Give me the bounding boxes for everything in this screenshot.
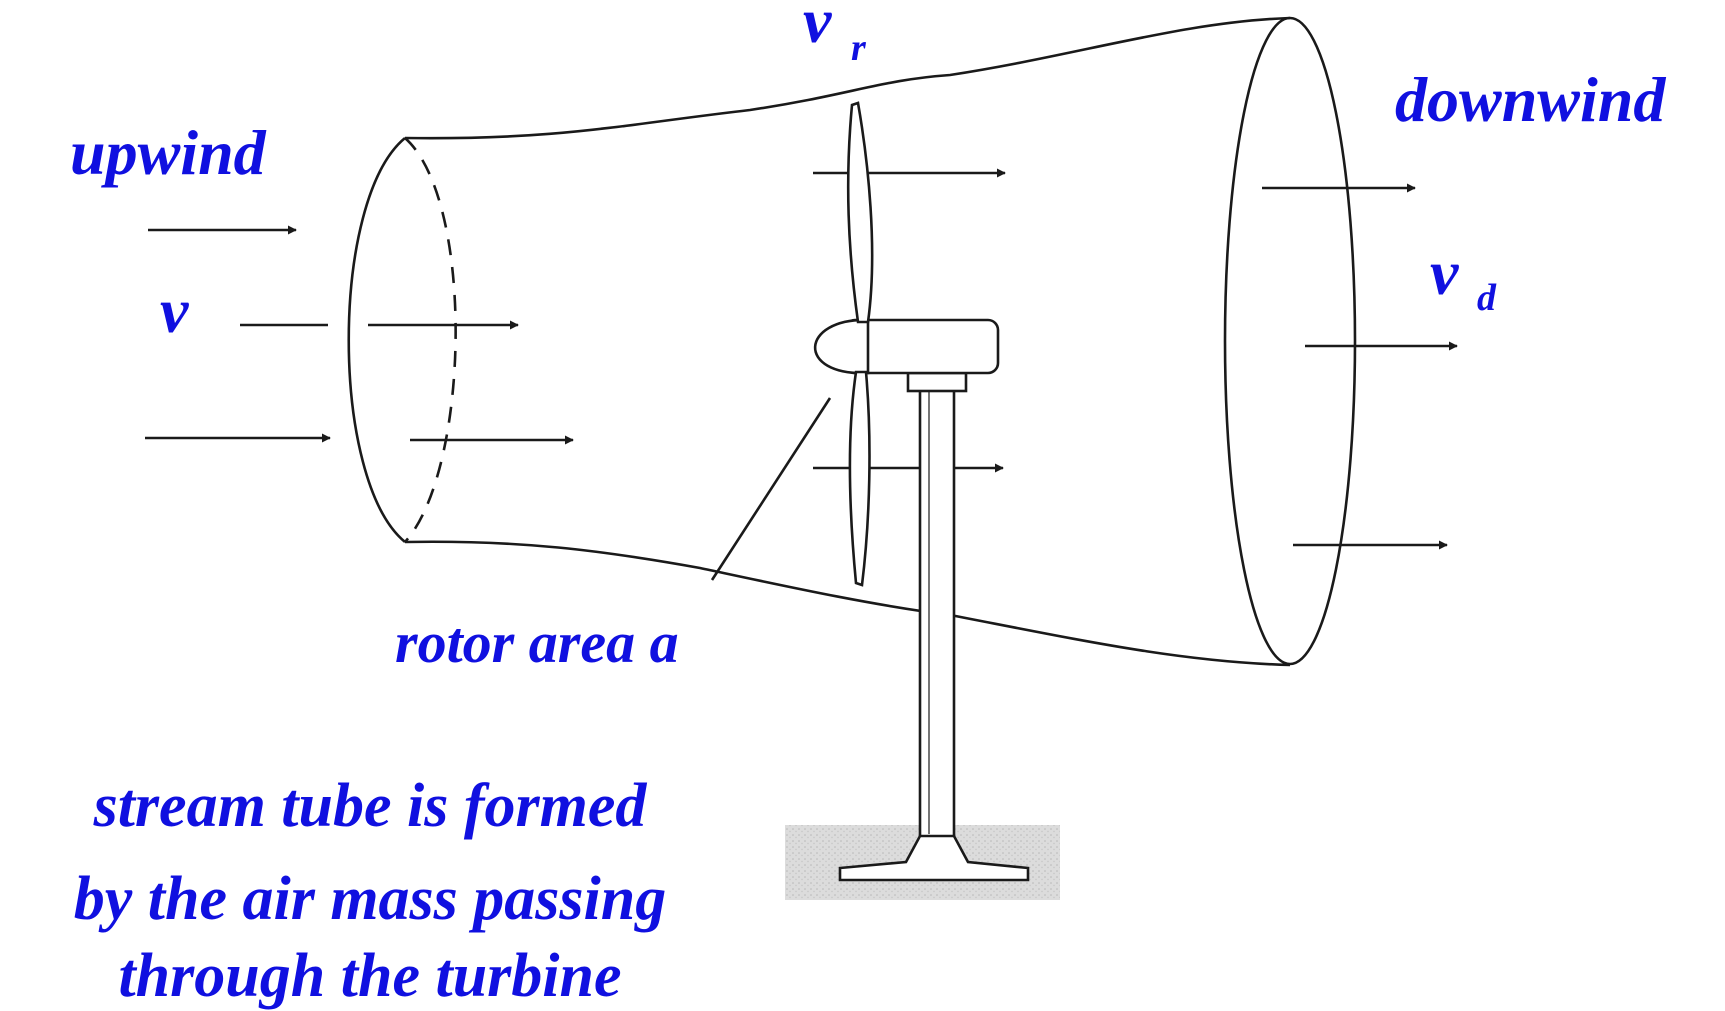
v-r-label: v bbox=[803, 0, 832, 56]
v-r-subscript: r bbox=[851, 27, 867, 69]
downwind-label: downwind bbox=[1395, 64, 1666, 135]
outlet-ellipse bbox=[1223, 16, 1357, 666]
turbine-tower bbox=[918, 386, 956, 840]
blade-lower bbox=[848, 370, 871, 587]
v-d-label: v bbox=[1430, 237, 1459, 308]
wind-arrows bbox=[145, 168, 1458, 550]
stream-tube bbox=[347, 16, 1357, 667]
turbine-hub bbox=[813, 318, 870, 375]
blade-upper bbox=[846, 101, 874, 324]
upwind-label: upwind bbox=[70, 117, 267, 188]
stream-tube-top-edge bbox=[404, 16, 1291, 140]
tower-cap bbox=[906, 371, 968, 393]
inlet-front-edge bbox=[347, 136, 406, 544]
inlet-back-edge-dashed bbox=[404, 137, 457, 543]
caption-line-2: by the air mass passing bbox=[74, 865, 667, 933]
v-label: v bbox=[160, 275, 189, 346]
rotor-area-label: rotor area a bbox=[395, 610, 679, 675]
stream-tube-bottom-edge bbox=[404, 540, 1291, 667]
wind-turbine bbox=[813, 101, 1030, 882]
caption-line-3: through the turbine bbox=[118, 942, 621, 1010]
rotor-area-leader bbox=[710, 397, 832, 581]
turbine-base bbox=[838, 834, 1030, 882]
caption: stream tube is formed by the air mass pa… bbox=[74, 772, 667, 1010]
v-d-subscript: d bbox=[1477, 277, 1497, 319]
caption-line-1: stream tube is formed bbox=[93, 772, 648, 840]
